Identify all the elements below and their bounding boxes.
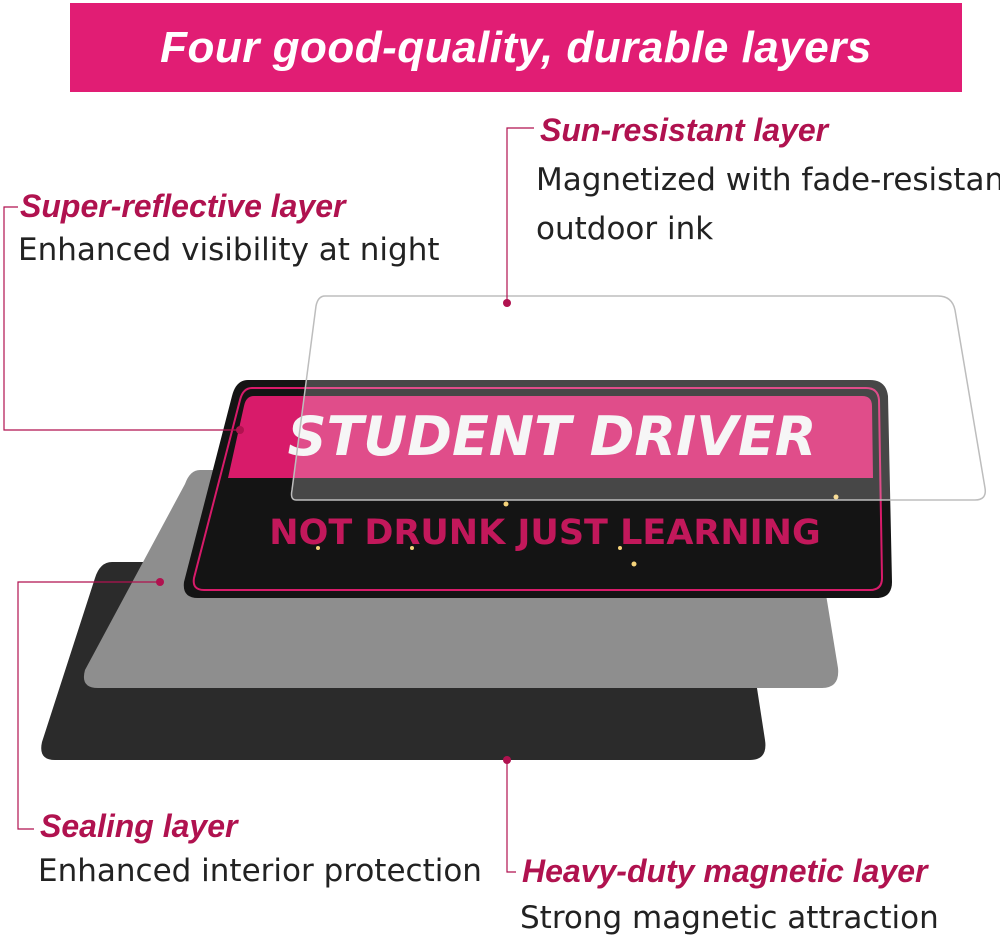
- sun-resistant-title: Sun-resistant layer: [540, 112, 829, 148]
- leader-dots: [156, 299, 511, 764]
- sealing-desc: Enhanced interior protection: [38, 853, 482, 889]
- super-reflective-title: Super-reflective layer: [20, 188, 346, 224]
- sun-resistant-desc-line2: outdoor ink: [536, 211, 714, 247]
- magnetic-desc: Strong magnetic attraction: [520, 900, 939, 936]
- sign-line1: STUDENT DRIVER: [288, 405, 817, 468]
- leader-lines: [3, 127, 534, 873]
- banner-title: Four good-quality, durable layers: [160, 22, 872, 72]
- sign-line2: NOT DRUNK JUST LEARNING: [269, 513, 820, 553]
- sealing-title: Sealing layer: [40, 808, 238, 844]
- header-banner: Four good-quality, durable layers: [70, 3, 962, 92]
- magnetic-title: Heavy-duty magnetic layer: [522, 853, 928, 889]
- reflective-sign: STUDENT DRIVER NOT DRUNK JUST LEARNING: [183, 380, 892, 598]
- sun-resistant-desc-line1: Magnetized with fade-resistant: [536, 162, 1000, 198]
- sun-resistant-layer-sheet: [290, 295, 987, 501]
- sparkles: [316, 494, 839, 567]
- super-reflective-desc: Enhanced visibility at night: [18, 232, 440, 268]
